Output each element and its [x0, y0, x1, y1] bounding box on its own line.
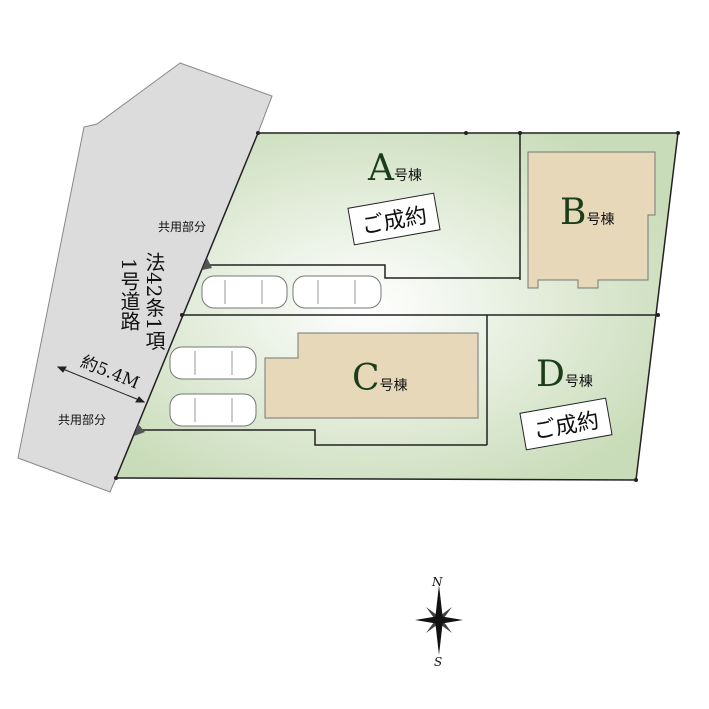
lot-b-label: B号棟 [560, 192, 615, 233]
boundary-points [114, 131, 680, 482]
lot-boundaries [140, 133, 658, 446]
road-label-line1: 法42条1項 [142, 252, 166, 351]
compass-icon [415, 585, 463, 655]
lot-c-label: C号棟 [352, 358, 408, 399]
road-area [17, 62, 273, 493]
house-b [527, 151, 656, 289]
car [292, 275, 382, 309]
house-c [264, 332, 479, 419]
road-label-line2: 1号道路 [117, 258, 141, 331]
common-area-label: 共用部分 [158, 220, 207, 234]
compass-south-label: S [434, 655, 443, 669]
common-area-marker [202, 258, 212, 270]
car [201, 275, 288, 309]
common-area-label: 共用部分 [58, 413, 107, 427]
lot-d-label: D号棟 [536, 354, 593, 395]
compass-north-label: N [432, 575, 443, 589]
car-windows [194, 280, 356, 422]
road-width-arrow [56, 366, 146, 403]
car [169, 393, 257, 427]
common-area-marker [134, 424, 145, 436]
cars [169, 275, 382, 427]
car [169, 346, 257, 380]
lot-a-label: A号棟 [368, 148, 422, 189]
